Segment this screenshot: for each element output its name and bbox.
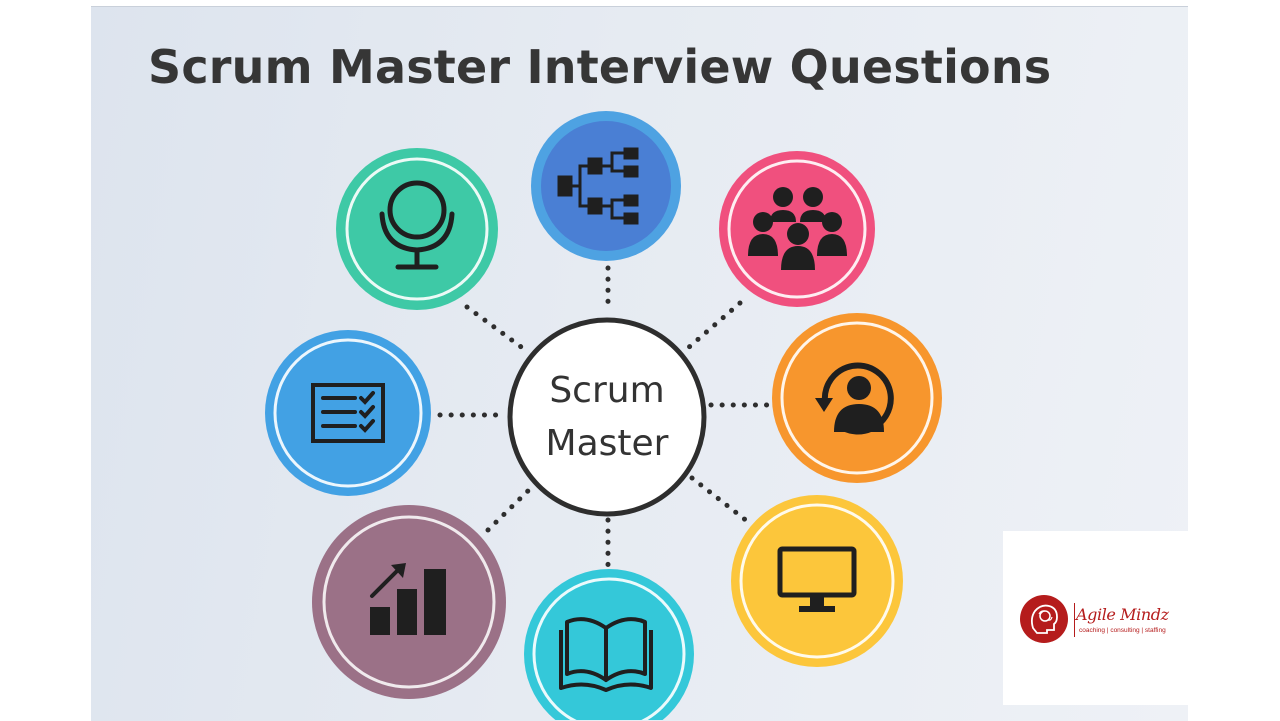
hierarchy-icon <box>557 147 639 225</box>
logo-tagline: coaching | consulting | staffing <box>1079 627 1166 634</box>
connector-lines <box>437 265 771 571</box>
monitor-icon <box>777 546 857 612</box>
logo-divider <box>1074 603 1075 637</box>
book-icon <box>559 617 653 692</box>
node-circle-monitor <box>731 495 903 667</box>
node-checklist <box>265 330 431 496</box>
node-growth-chart <box>312 505 506 699</box>
microphone-icon <box>379 180 455 270</box>
node-team <box>719 151 875 307</box>
node-microphone <box>336 148 498 310</box>
node-book <box>524 569 694 720</box>
center-label-line2: Master <box>546 423 669 464</box>
node-hierarchy <box>531 111 681 261</box>
user-refresh-icon <box>815 362 894 435</box>
checklist-icon <box>311 383 385 443</box>
center-label-line1: Scrum <box>549 370 664 411</box>
node-monitor <box>731 495 903 667</box>
team-icon <box>748 187 847 270</box>
brain-head-logo-icon <box>1020 595 1068 643</box>
node-circle-microphone <box>336 148 498 310</box>
logo-card: Agile Mindz coaching | consulting | staf… <box>1003 531 1189 705</box>
center-node: Scrum Master <box>507 317 707 517</box>
growth-chart-icon <box>370 563 446 635</box>
logo-name: Agile Mindz <box>1076 605 1169 624</box>
page-title: Scrum Master Interview Questions <box>148 40 1052 94</box>
node-user-refresh <box>772 313 942 483</box>
